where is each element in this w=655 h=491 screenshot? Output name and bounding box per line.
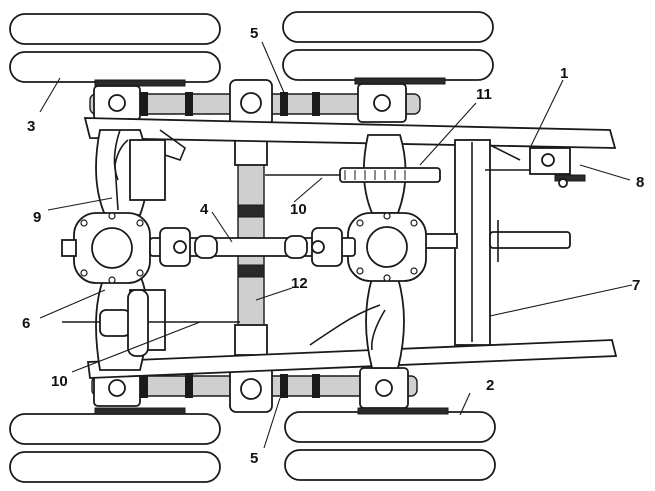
callout-5-bottom: 5 (250, 450, 258, 467)
callout-6: 6 (22, 315, 30, 332)
callout-12: 12 (291, 275, 308, 292)
propeller-shaft (424, 220, 571, 262)
callout-11: 11 (476, 86, 492, 103)
front-differential (61, 212, 151, 284)
rear-differential (347, 212, 427, 282)
callout-labels: 1 2 3 4 5 5 6 7 8 9 10 10 11 12 (22, 25, 644, 467)
leader-lines (39, 41, 633, 449)
front-left-wheel (9, 13, 221, 83)
cardan-shaft (149, 227, 356, 267)
callout-10-lower: 10 (51, 373, 68, 390)
callout-5-top: 5 (250, 25, 258, 42)
front-right-wheel (282, 11, 494, 81)
callout-9: 9 (33, 209, 41, 226)
callout-2: 2 (486, 377, 494, 394)
brake-hoses (114, 139, 386, 351)
callout-10-upper: 10 (290, 201, 307, 218)
callout-7: 7 (632, 277, 640, 294)
brake-valve (485, 144, 586, 188)
callout-8: 8 (636, 174, 644, 191)
callout-3: 3 (27, 118, 35, 135)
frame-rails (83, 117, 618, 379)
callout-4: 4 (200, 201, 209, 218)
rear-axle-housing (362, 134, 407, 369)
callout-1: 1 (560, 65, 568, 82)
rear-left-wheel (9, 413, 221, 483)
reaction-rod-lower (62, 289, 240, 357)
reaction-rod-upper (265, 167, 441, 183)
rear-right-wheel (284, 411, 496, 481)
